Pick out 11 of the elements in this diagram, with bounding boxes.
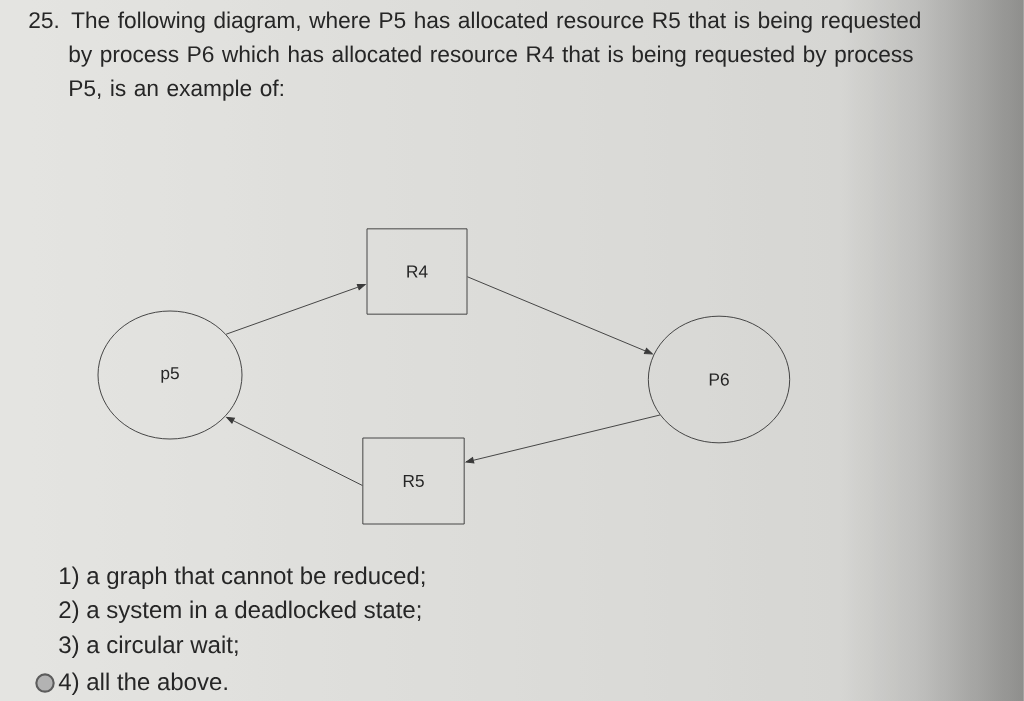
answer-option: 2) a system in a deadlocked state; (59, 600, 421, 623)
resource-box: R5 (362, 437, 465, 525)
answer-option: 3) a circular wait; (59, 635, 238, 658)
arrow (225, 283, 366, 335)
arrow (226, 416, 363, 486)
answer-option: 1) a graph that cannot be reduced; (60, 566, 425, 589)
answer-option: 4) all the above. (58, 672, 227, 695)
question-text: 25. The following diagram, where P5 has allocated resource R5 that is being requested by process P6 which has allocated resource R4 that is being requested by process P5, is an example of: (29, 11, 920, 101)
arrow (465, 414, 661, 464)
resource-box: R4 (366, 228, 468, 315)
arrow (467, 276, 653, 355)
